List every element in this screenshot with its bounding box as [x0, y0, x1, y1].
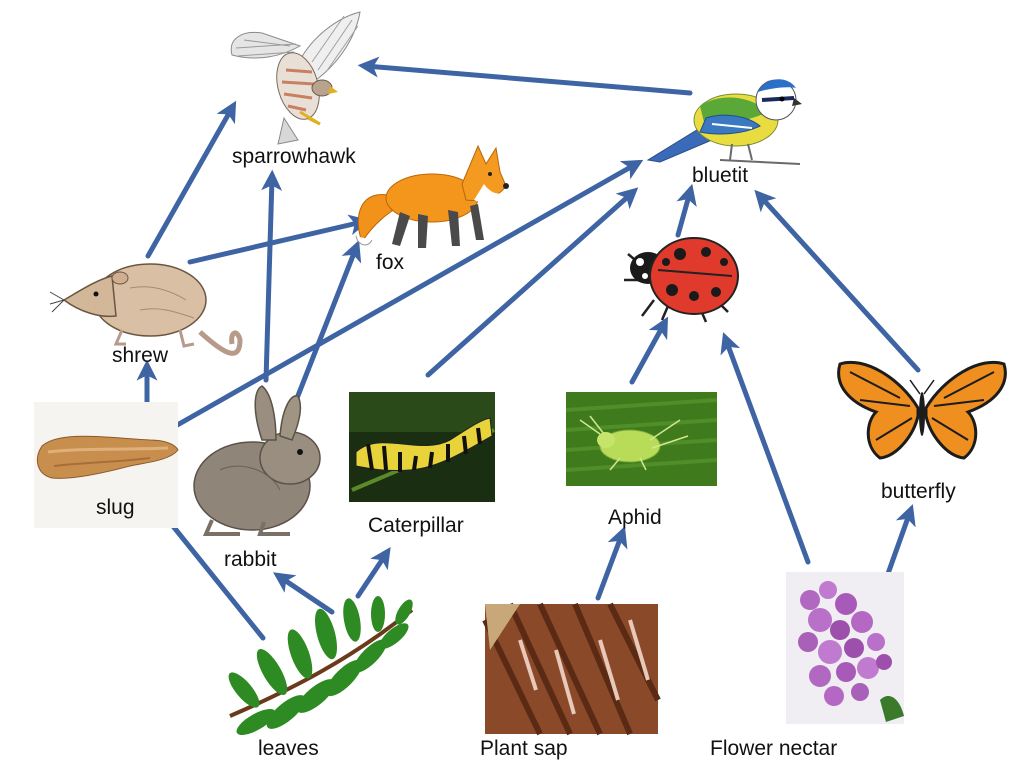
- label-flower-nectar: Flower nectar: [710, 737, 838, 760]
- arrow-rabbit-to-sparrowhawk: [261, 169, 283, 383]
- arrow-leaves-to-slug: [154, 503, 266, 641]
- label-leaves: leaves: [258, 737, 319, 760]
- sparrowhawk-image: [230, 11, 361, 145]
- arrow-bluetit-to-sparrowhawk: [357, 56, 693, 96]
- rabbit-image: [193, 385, 321, 536]
- arrow-nectar-to-ladybird: [720, 332, 811, 565]
- arrow-slug-to-bluetit: [162, 159, 644, 435]
- flower-nectar-image: [786, 572, 904, 724]
- plant-sap-image: [482, 602, 661, 736]
- arrow-shrew-to-sparrowhawk: [145, 100, 237, 259]
- label-fox: fox: [376, 251, 405, 274]
- arrow-ladybird-to-bluetit: [675, 183, 697, 238]
- arrow-aphid-to-ladybird: [629, 316, 669, 385]
- label-rabbit: rabbit: [224, 548, 277, 571]
- label-plant-sap: Plant sap: [480, 737, 568, 760]
- fox-image: [355, 144, 509, 248]
- arrow-butterfly-to-bluetit: [754, 189, 921, 373]
- ladybird-image: [624, 237, 739, 323]
- shrew-image: [49, 263, 243, 356]
- label-slug: slug: [96, 496, 135, 519]
- label-shrew: shrew: [112, 344, 169, 367]
- caterpillar-image: [349, 392, 495, 502]
- label-caterpillar: Caterpillar: [368, 514, 464, 537]
- arrow-caterpillar-to-bluetit: [425, 187, 639, 378]
- arrow-shrew-to-fox: [187, 214, 371, 265]
- label-aphid: Aphid: [608, 506, 662, 529]
- slug-image: [34, 402, 179, 528]
- arrow-leaves-to-caterpillar: [355, 547, 391, 599]
- butterfly-image: [837, 360, 1007, 460]
- arrow-rabbit-to-fox: [287, 240, 362, 419]
- arrow-leaves-to-rabbit: [273, 572, 335, 615]
- label-butterfly: butterfly: [881, 480, 956, 503]
- label-sparrowhawk: sparrowhawk: [232, 145, 356, 168]
- label-bluetit: bluetit: [692, 164, 749, 187]
- arrow-sap-to-aphid: [595, 526, 628, 601]
- aphid-image: [565, 392, 718, 486]
- bluetit-image: [646, 79, 802, 165]
- leaves-image: [228, 596, 414, 735]
